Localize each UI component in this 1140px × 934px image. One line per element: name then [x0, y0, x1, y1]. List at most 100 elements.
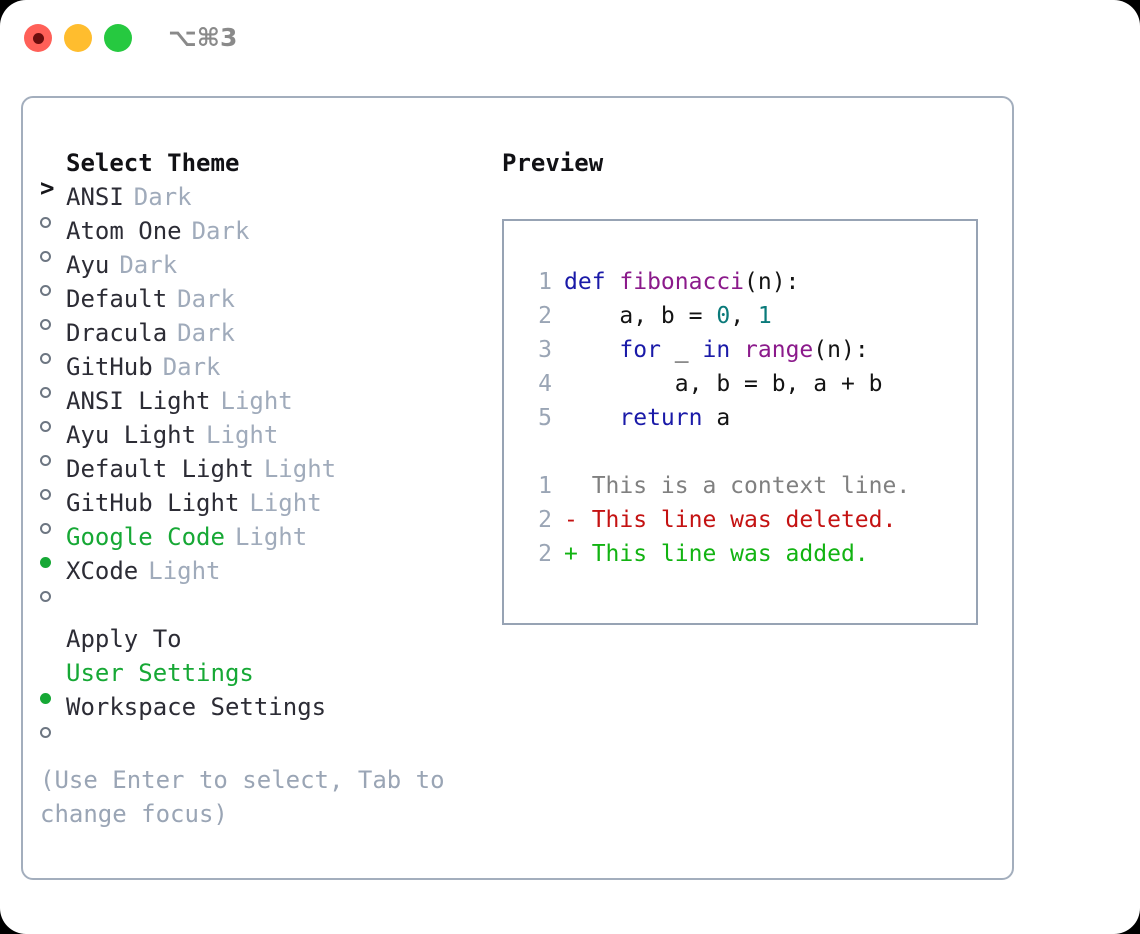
theme-name: Atom One	[66, 217, 182, 245]
line-number: 5	[538, 405, 552, 431]
preview-title: Preview	[502, 149, 604, 177]
theme-variant-label: Dark	[133, 183, 192, 211]
title-bar: ⌥⌘3	[0, 0, 1140, 78]
theme-list-item[interactable]: Default Light Light	[40, 452, 500, 500]
diff-line: 2 - This line was deleted.	[522, 503, 976, 537]
apply-to-header: Apply To	[40, 622, 500, 656]
keyboard-hint-text: (Use Enter to select, Tab to change focu…	[40, 766, 445, 828]
window-controls	[24, 24, 132, 52]
code-line-content: for _ in range(n):	[564, 333, 869, 367]
apply-to-option[interactable]: User Settings	[40, 656, 500, 704]
diff-line-content: - This line was deleted.	[564, 507, 897, 533]
code-token-plain: a	[702, 405, 731, 431]
close-button[interactable]	[24, 24, 52, 52]
theme-variant-label: Light	[249, 489, 322, 517]
minimize-button[interactable]	[64, 24, 92, 52]
diff-line-content: This is a context line.	[564, 473, 911, 499]
code-line: 5 return a	[522, 401, 976, 435]
theme-list-item[interactable]: Ayu Light Light	[40, 418, 500, 466]
theme-variant-label: Dark	[177, 285, 235, 313]
theme-picker-header-label: Select Theme	[66, 149, 240, 177]
theme-list-item[interactable]: Ayu Dark	[40, 248, 500, 296]
theme-name: ANSI	[66, 183, 124, 211]
theme-variant-label: Dark	[177, 319, 235, 347]
theme-name: Default Light	[66, 455, 254, 483]
line-number: 1	[538, 473, 552, 499]
theme-list-item[interactable]: Atom One Dark	[40, 214, 500, 262]
theme-name: Ayu	[66, 251, 110, 279]
code-token-fn: range	[744, 337, 814, 363]
theme-name: Google Code	[66, 523, 225, 551]
code-line-content: def fibonacci(n):	[564, 265, 799, 299]
theme-name: GitHub	[66, 353, 153, 381]
theme-variant-label: Light	[234, 523, 308, 551]
code-token-num: 1	[757, 303, 772, 329]
code-line: 2 a, b = 0, 1	[522, 299, 976, 333]
code-token-kw: in	[702, 337, 731, 363]
code-diff-gap	[522, 435, 976, 469]
theme-name: ANSI Light	[66, 387, 211, 415]
code-line: 1 def fibonacci(n):	[522, 265, 976, 299]
code-token-plain: (n):	[744, 269, 800, 295]
code-token-kw: return	[564, 405, 703, 431]
diff-line: 1 This is a context line.	[522, 469, 976, 503]
code-line: 4 a, b = b, a + b	[522, 367, 976, 401]
theme-name: Dracula	[66, 319, 168, 347]
code-token-kw: def	[564, 269, 620, 295]
theme-list-item[interactable]: GitHub Light Light	[40, 486, 500, 534]
code-token-plain: _	[660, 337, 703, 363]
theme-list-item[interactable]: ANSI Light Light	[40, 384, 500, 432]
theme-list-item[interactable]: Google Code Light	[40, 520, 500, 568]
code-line-content: a, b = b, a + b	[564, 367, 883, 401]
theme-variant-label: Light	[148, 557, 221, 585]
theme-list-item[interactable]: Default Dark	[40, 282, 500, 330]
line-number: 2	[538, 507, 552, 533]
theme-variant-label: Dark	[191, 217, 250, 245]
theme-variant-label: Light	[206, 421, 279, 449]
diff-line: 2 + This line was added.	[522, 537, 976, 571]
diff-sample: 1 This is a context line. 2 - This line wa…	[522, 469, 976, 571]
code-line-content: return a	[564, 401, 730, 435]
theme-variant-label: Dark	[119, 251, 178, 279]
line-number: 1	[538, 269, 552, 295]
code-token-plain: a, b = b, a + b	[564, 371, 883, 397]
theme-name: Ayu Light	[66, 421, 197, 449]
line-number: 2	[538, 541, 552, 567]
theme-variant-label: Light	[263, 455, 337, 483]
apply-to-option[interactable]: Workspace Settings	[40, 690, 500, 738]
apply-to-header-label: Apply To	[66, 625, 182, 653]
code-line-content: a, b = 0, 1	[564, 299, 772, 333]
line-number: 3	[538, 337, 552, 363]
diff-line-content: + This line was added.	[564, 541, 869, 567]
theme-name: GitHub Light	[66, 489, 240, 517]
line-number: 4	[538, 371, 552, 397]
theme-list-item[interactable]: Dracula Dark	[40, 316, 500, 364]
theme-variant-label: Light	[220, 387, 293, 415]
code-token-plain	[730, 337, 744, 363]
section-spacer	[40, 588, 500, 622]
theme-list-item[interactable]: ANSI Dark	[40, 180, 500, 228]
code-line: 3 for _ in range(n):	[522, 333, 976, 367]
code-token-plain: ,	[730, 303, 758, 329]
apply-to-option-label: Workspace Settings	[66, 693, 327, 721]
maximize-button[interactable]	[104, 24, 132, 52]
code-token-plain: (n):	[813, 337, 869, 363]
code-token-num: 0	[716, 303, 731, 329]
code-token-plain: a, b =	[564, 303, 717, 329]
theme-picker-header: > Select Theme	[40, 146, 500, 202]
theme-variant-label: Dark	[162, 353, 221, 381]
theme-name: Default	[66, 285, 168, 313]
line-number: 2	[538, 303, 552, 329]
code-token-fn: fibonacci	[619, 269, 745, 295]
apply-to-option-label: User Settings	[66, 659, 254, 687]
theme-list-item[interactable]: GitHub Dark	[40, 350, 500, 398]
